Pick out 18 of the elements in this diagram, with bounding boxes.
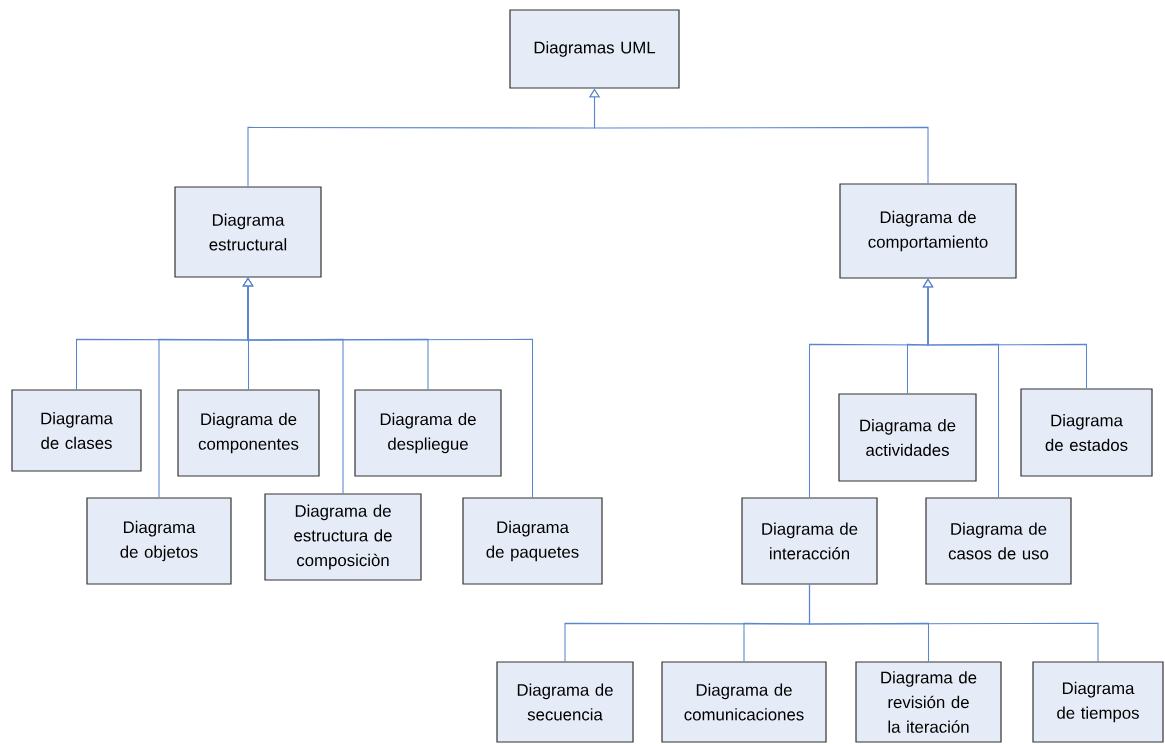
- diagram-box: Diagrama de actividades: [838, 393, 977, 482]
- diagram-box: Diagrama de paquetes: [462, 497, 603, 585]
- diagram-box: Diagrama de casos de uso: [925, 497, 1072, 585]
- diagram-box: Diagrama de clases: [11, 389, 142, 472]
- diagram-box: Diagrama de revisión de la iteración: [855, 661, 1002, 743]
- diagram-box: Diagrama de interacción: [741, 497, 878, 585]
- diagram-box: Diagrama de secuencia: [496, 661, 634, 743]
- diagram-box: Diagrama de comunicaciones: [661, 661, 827, 743]
- diagram-box: Diagrama estructural: [174, 186, 322, 278]
- diagram-box: Diagrama de comportamiento: [839, 183, 1017, 279]
- diagram-box: Diagrama de objetos: [86, 497, 232, 585]
- diagram-box: Diagrama de despliegue: [354, 389, 502, 477]
- diagram-box: Diagrama de estados: [1020, 388, 1153, 477]
- diagram-box: Diagrama de tiempos: [1032, 661, 1164, 743]
- diagram-box: Diagrama de estructura de composiciòn: [264, 493, 422, 581]
- diagram-box: Diagrama de componentes: [177, 389, 320, 477]
- diagram-box: Diagramas UML: [509, 9, 680, 89]
- connector: [808, 584, 1099, 662]
